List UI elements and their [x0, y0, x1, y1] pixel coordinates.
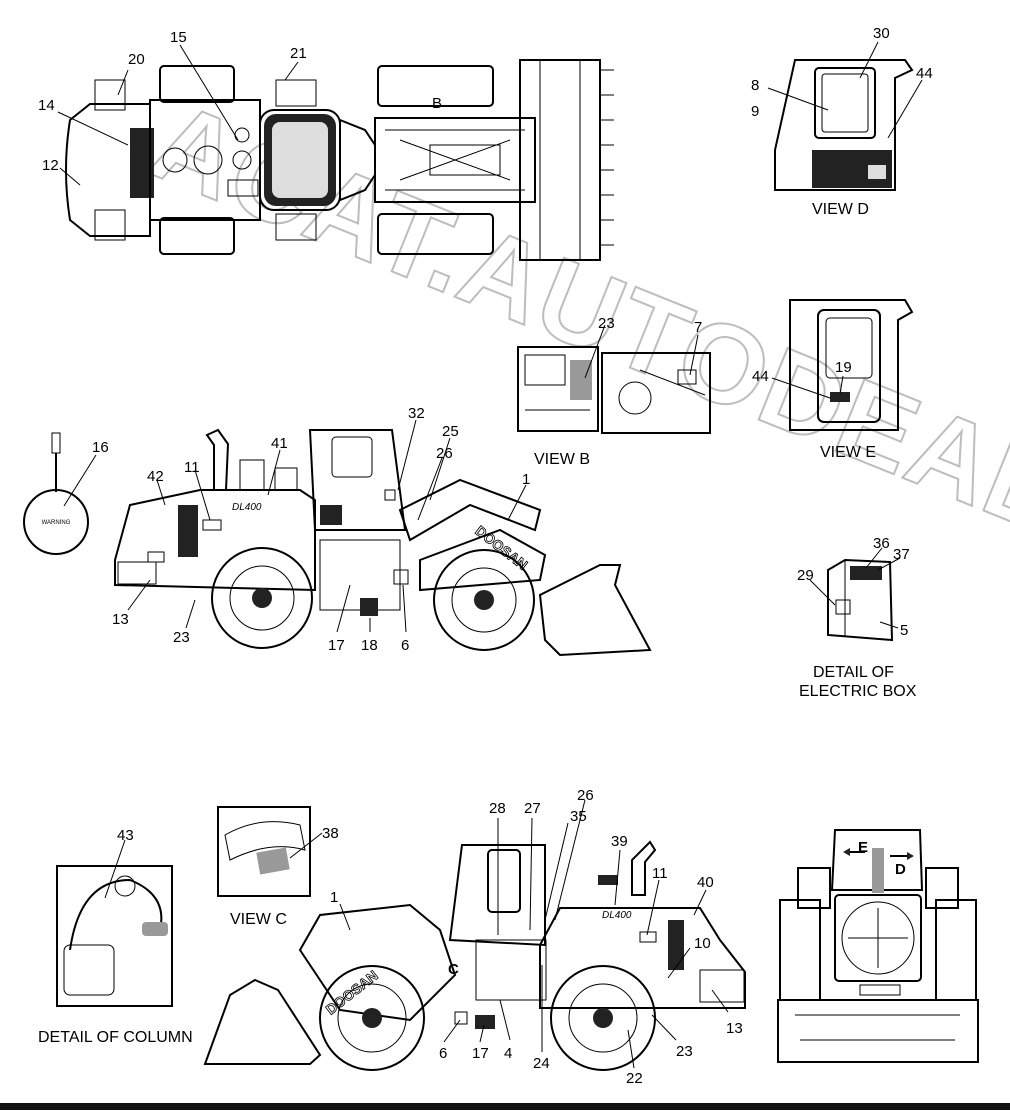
callout-13-right: 13 — [726, 1020, 743, 1037]
callout-39: 39 — [611, 833, 628, 850]
detail-column: 43 DETAIL OF COLUMN — [38, 827, 193, 1046]
model-decal-left: DL400 — [232, 502, 262, 513]
callout-1-left: 1 — [522, 471, 530, 488]
callout-16: 16 — [92, 439, 109, 456]
callout-28: 28 — [489, 800, 506, 817]
callout-35: 35 — [570, 808, 587, 825]
callout-40: 40 — [697, 874, 714, 891]
callout-43: 43 — [117, 827, 134, 844]
callout-17-left: 17 — [328, 637, 345, 654]
callout-37: 37 — [893, 546, 910, 563]
callout-44-d: 44 — [916, 65, 933, 82]
callout-21: 21 — [290, 45, 307, 62]
callout-1-right: 1 — [330, 889, 338, 906]
callout-10: 10 — [694, 935, 711, 952]
callout-32: 32 — [408, 405, 425, 422]
callout-19: 19 — [835, 359, 852, 376]
callout-6-left: 6 — [401, 637, 409, 654]
view-b: 23 7 VIEW B — [517, 315, 711, 468]
callout-12: 12 — [42, 157, 59, 174]
callout-23-left: 23 — [173, 629, 190, 646]
callout-25: 25 — [442, 423, 459, 440]
callout-18: 18 — [361, 637, 378, 654]
callout-24: 24 — [533, 1055, 550, 1072]
callout-26-right: 26 — [577, 787, 594, 804]
callout-6-right: 6 — [439, 1045, 447, 1062]
callout-15: 15 — [170, 29, 187, 46]
electric-box: 36 37 29 5 DETAIL OF ELECTRIC BOX — [797, 535, 917, 700]
model-decal-right: DL400 — [602, 910, 632, 921]
callout-11-right: 11 — [652, 865, 668, 882]
callout-36: 36 — [873, 535, 890, 552]
marker-d: D — [895, 861, 906, 878]
warning-tag: WARNING 16 — [23, 432, 109, 555]
front-view: E D — [777, 829, 979, 1063]
side-view-left: DL400 DOOSAN 32 25 26 41 11 42 — [112, 405, 652, 657]
view-e: 44 19 VIEW E — [752, 299, 914, 461]
caption-view-c: VIEW C — [230, 911, 287, 928]
view-c: 38 VIEW C — [217, 806, 339, 928]
marker-e: E — [858, 839, 868, 856]
caption-column: DETAIL OF COLUMN — [38, 1029, 193, 1046]
caption-view-d: VIEW D — [812, 201, 869, 218]
side-view-right: DOOSAN C DL400 26 28 27 35 39 11 — [203, 787, 746, 1087]
callout-41: 41 — [271, 435, 288, 452]
view-d: 30 8 9 44 VIEW D — [751, 25, 933, 218]
callout-8: 8 — [751, 77, 759, 94]
callout-7: 7 — [694, 319, 702, 336]
callout-14: 14 — [38, 97, 55, 114]
caption-electric-box-1: DETAIL OF — [813, 664, 894, 681]
callout-5: 5 — [900, 622, 908, 639]
callout-23-b: 23 — [598, 315, 615, 332]
callout-29: 29 — [797, 567, 814, 584]
callout-20: 20 — [128, 51, 145, 68]
callout-38: 38 — [322, 825, 339, 842]
caption-view-b: VIEW B — [534, 451, 590, 468]
top-view: B 20 15 21 14 12 — [38, 29, 614, 261]
callout-30: 30 — [873, 25, 890, 42]
callout-22: 22 — [626, 1070, 643, 1087]
marker-b: B — [432, 95, 442, 112]
caption-electric-box-2: ELECTRIC BOX — [799, 683, 917, 700]
callout-17-right: 17 — [472, 1045, 489, 1062]
callout-26-left: 26 — [436, 445, 453, 462]
warning-tag-text: WARNING — [42, 520, 71, 526]
callout-42: 42 — [147, 468, 164, 485]
callout-23-right: 23 — [676, 1043, 693, 1060]
callout-4: 4 — [504, 1045, 512, 1062]
bottom-border — [0, 1103, 1010, 1110]
callout-44-e: 44 — [752, 368, 769, 385]
callout-11-left: 11 — [184, 459, 200, 476]
marker-c: C — [448, 961, 459, 978]
callout-9: 9 — [751, 103, 759, 120]
caption-view-e: VIEW E — [820, 444, 876, 461]
callout-13-left: 13 — [112, 611, 129, 628]
callout-27: 27 — [524, 800, 541, 817]
